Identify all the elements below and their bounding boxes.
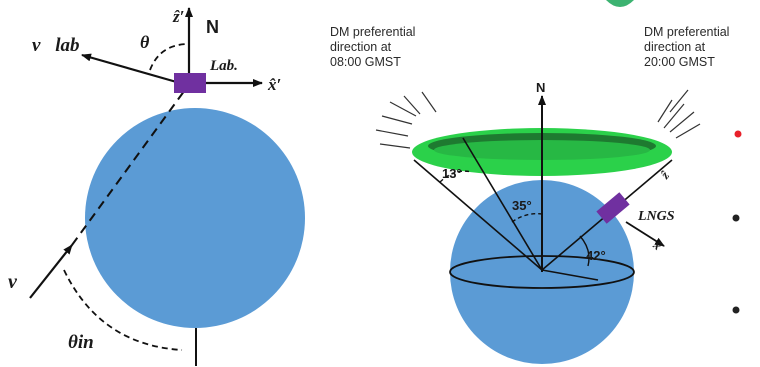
dm-flux-lines-right	[657, 89, 701, 139]
equator-radius	[541, 269, 599, 281]
v-lab-label: v⃗lab	[32, 35, 80, 56]
x-prime-label: x̂′	[267, 75, 281, 94]
v-arrow	[29, 244, 73, 299]
bullet-dark-2	[732, 306, 740, 314]
angle-42-arc	[579, 235, 590, 267]
dashed-trajectory-line	[71, 82, 191, 246]
cone-line-left	[413, 159, 543, 271]
z-prime-label: ẑ′	[172, 7, 184, 26]
angle-35-arc	[511, 212, 543, 223]
bullet-dark-1	[732, 214, 740, 222]
theta-in-label: θin	[68, 332, 94, 353]
theta-in-arc	[63, 269, 183, 351]
left-panel: v⃗lab θ ẑ′ N Lab. x̂′ v⃗ θin	[8, 7, 305, 366]
z-hat-label: ẑ	[657, 167, 673, 182]
north-label-left: N	[206, 17, 219, 37]
dm-label-left: DM preferential direction at 08:00 GMST	[330, 25, 419, 69]
lngs-label: LNGS	[637, 209, 675, 224]
v-label: v⃗	[8, 271, 32, 293]
north-label-right: N	[536, 80, 545, 95]
right-panel: DM preferential direction at 08:00 GMST …	[330, 0, 742, 364]
angle-35-label: 35°	[512, 198, 532, 213]
detector-block-lngs	[596, 192, 630, 224]
corner-accent-shape	[606, 0, 634, 7]
bullet-red	[734, 130, 742, 138]
theta-label: θ	[140, 32, 150, 52]
angle-42-label: 42°	[586, 248, 606, 263]
theta-arc	[149, 43, 190, 71]
angle-13-label: 13°	[442, 166, 462, 181]
angle-13-arc	[439, 170, 473, 183]
cone-line-mid	[462, 137, 543, 271]
lngs-x-axis	[625, 221, 665, 247]
lab-label: Lab.	[209, 58, 238, 74]
detector-block-left	[174, 73, 206, 93]
v-lab-arrow	[81, 53, 181, 85]
earth-globe-left	[85, 108, 305, 328]
dm-label-right: DM preferential direction at 20:00 GMST	[644, 25, 733, 69]
dm-flux-lines-left	[375, 91, 437, 149]
